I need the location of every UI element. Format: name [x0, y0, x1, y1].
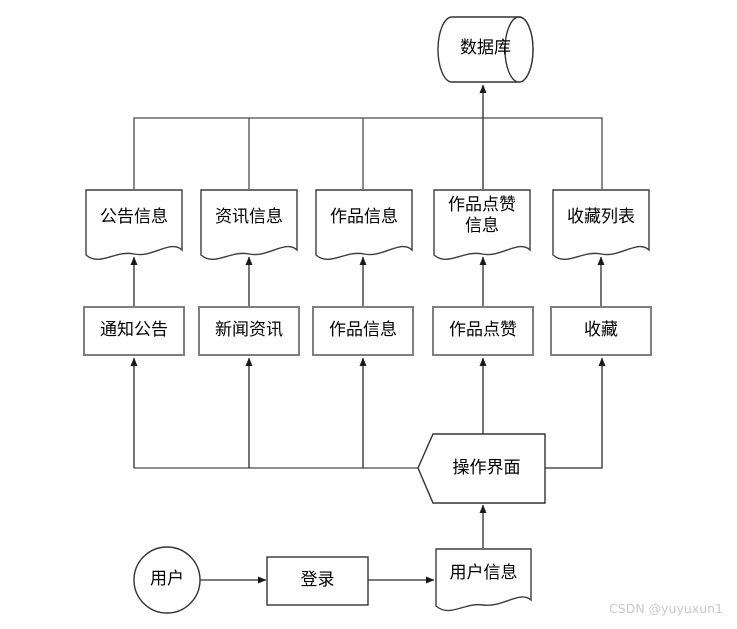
document-shape-favorites-list [552, 189, 650, 261]
document-shape-news-info [200, 189, 298, 261]
database-cylinder-shape [437, 16, 534, 83]
document-shape-work-info [315, 189, 413, 261]
rect-shape-notice [83, 306, 185, 356]
document-shape-work-like-info [433, 189, 531, 261]
user-circle-shape [133, 546, 201, 614]
rect-shape-favorite [550, 306, 652, 356]
watermark: CSDN @yuyuxun1 [609, 601, 723, 616]
arrow-panel-to-module5 [545, 357, 606, 469]
rect-shape-news [198, 306, 300, 356]
operation-panel-shape [417, 433, 546, 504]
document-shape-user-info [435, 548, 532, 612]
rect-shape-work-like [432, 306, 534, 356]
login-rect-shape [266, 556, 369, 606]
document-shape-announcement-info [85, 189, 183, 261]
connector-doc-bus [133, 117, 603, 189]
rect-shape-work [312, 306, 414, 356]
